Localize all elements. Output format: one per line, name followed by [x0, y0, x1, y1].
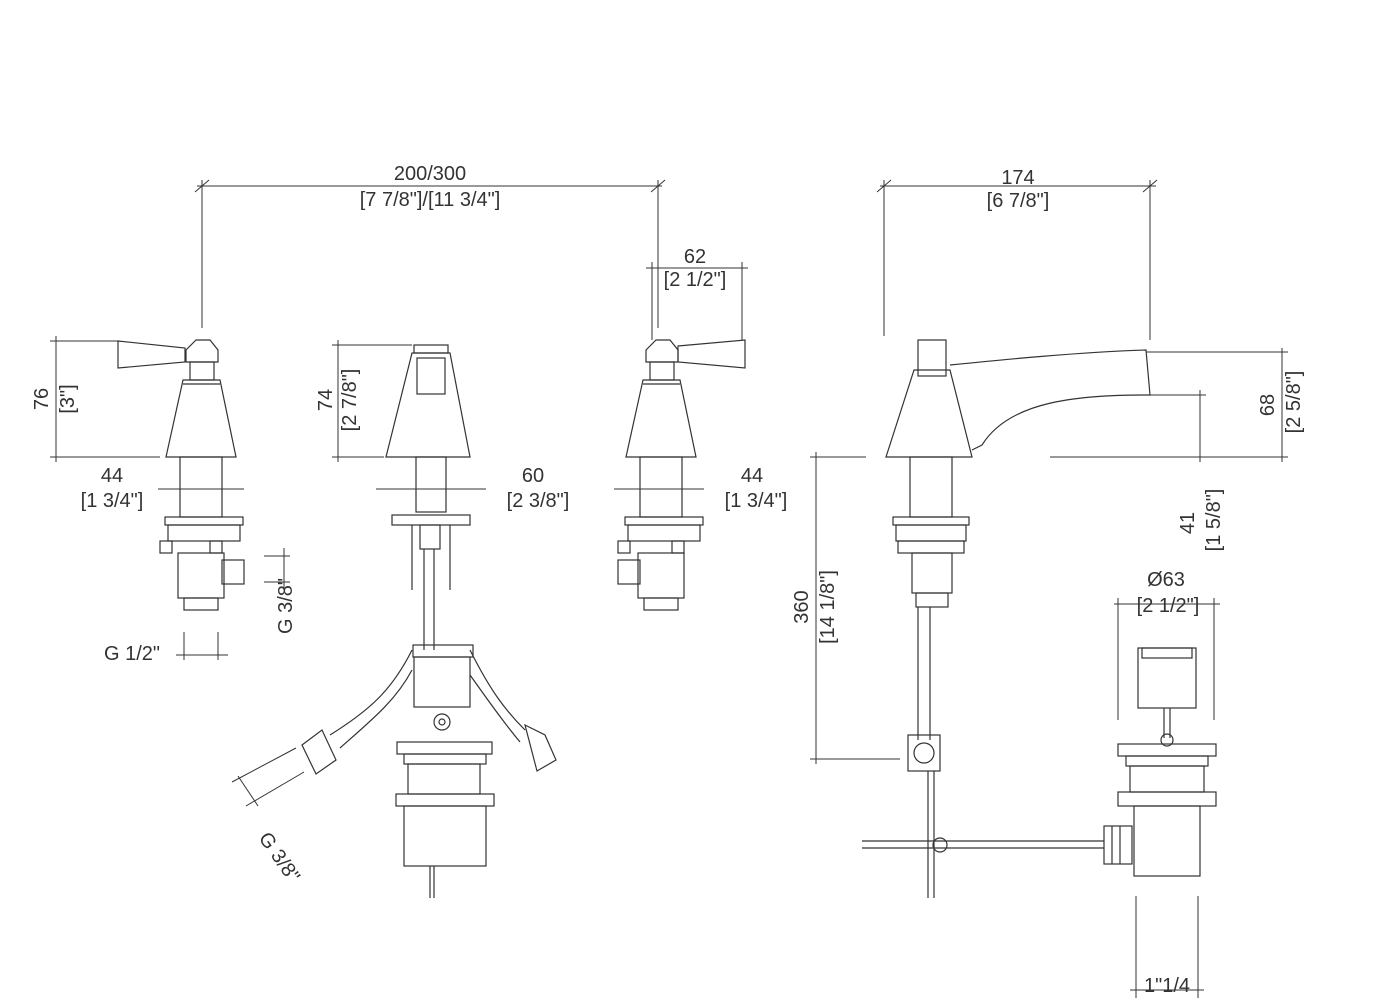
lever-reach-metric: 62 [684, 246, 706, 268]
drain-diameter-metric: Ø63 [1147, 569, 1185, 591]
total-depth-imperial: [14 1/8"] [817, 570, 839, 644]
handle-height-metric: 76 [31, 388, 53, 410]
spout-body-height-imperial: [2 7/8"] [339, 369, 361, 432]
center-shank-imperial: [2 3/8"] [507, 490, 570, 512]
left-shank-metric: 44 [101, 465, 123, 487]
outlet-thread-hose-label: G 3/8" [254, 828, 304, 887]
left-handle-valve [117, 339, 245, 611]
right-shank-imperial: [1 3/4"] [725, 490, 788, 512]
dimension-lines [50, 179, 1288, 998]
lever-reach-imperial: [2 1/2"] [664, 269, 727, 291]
spout-height-imperial: [2 5/8"] [1283, 371, 1305, 434]
spread-metric: 200/300 [394, 163, 466, 185]
inlet-thread-label: G 1/2" [104, 643, 160, 665]
handle-height-imperial: [3"] [57, 384, 79, 413]
spout-clearance-imperial: [1 5/8"] [1203, 489, 1225, 552]
left-shank-imperial: [1 3/4"] [81, 490, 144, 512]
outlet-thread-side-label: G 3/8" [275, 578, 297, 634]
spout-length-metric: 174 [1001, 167, 1034, 189]
spout-side-view [862, 339, 1217, 898]
waste-thread-label: 1"1/4 [1144, 975, 1190, 997]
right-shank-metric: 44 [741, 465, 763, 487]
spout-length-imperial: [6 7/8"] [987, 190, 1050, 212]
spout-height-metric: 68 [1257, 394, 1279, 416]
drain-diameter-imperial: [2 1/2"] [1137, 595, 1200, 617]
spout-body-height-metric: 74 [315, 389, 337, 411]
right-handle-valve [617, 339, 746, 611]
spout-front-view [301, 344, 557, 898]
spread-imperial: [7 7/8"]/[11 3/4"] [360, 189, 501, 211]
center-shank-metric: 60 [522, 465, 544, 487]
total-depth-metric: 360 [791, 590, 813, 623]
spout-clearance-metric: 41 [1177, 512, 1199, 534]
